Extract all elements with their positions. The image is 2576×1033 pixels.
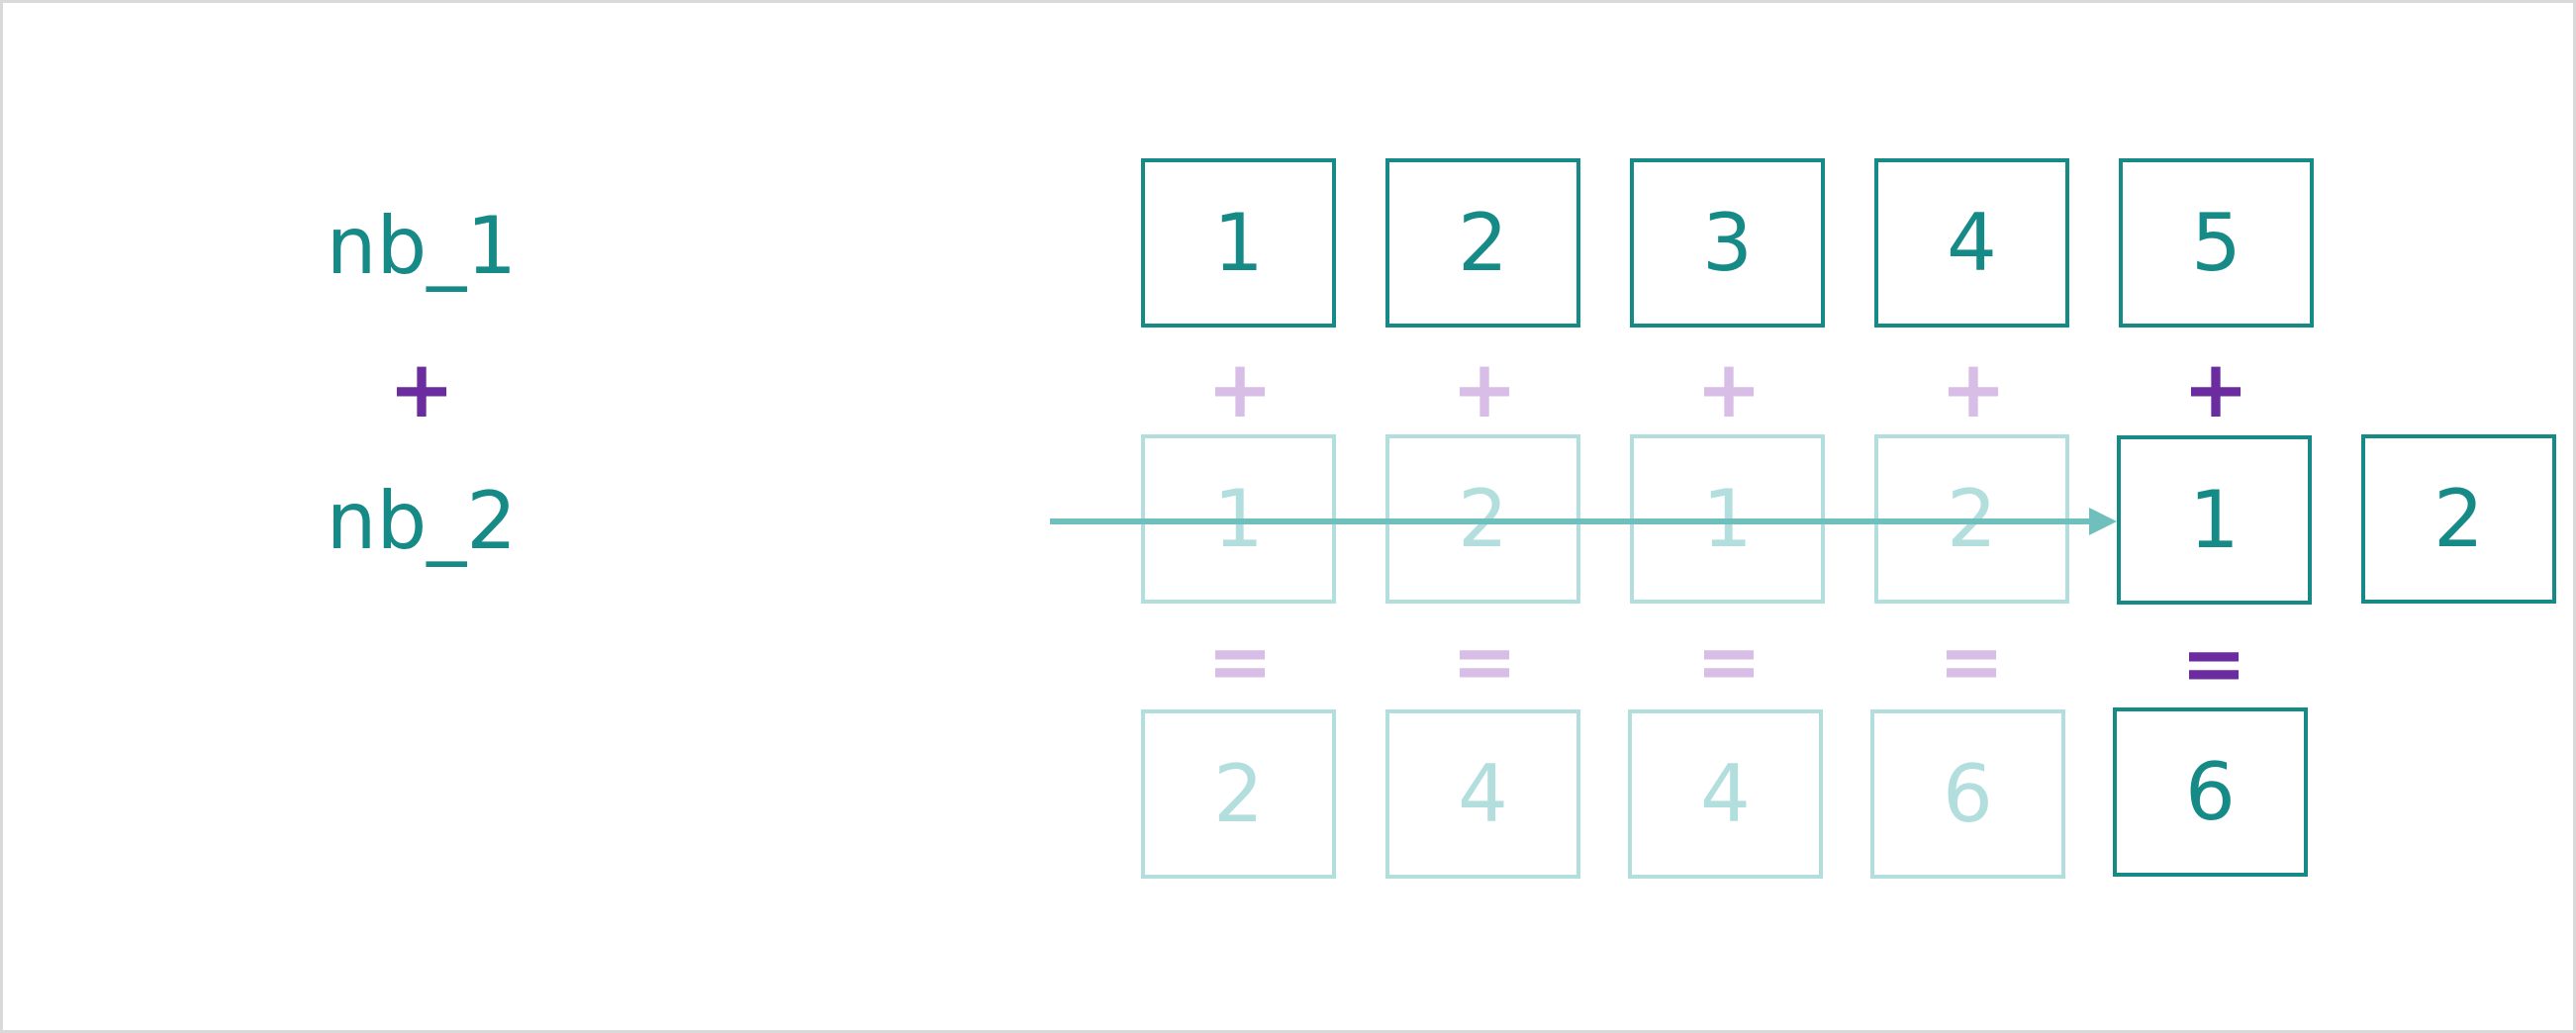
result-cell-0: 2	[1141, 709, 1336, 879]
nb-1-cell-0: 1	[1141, 158, 1336, 328]
nb-1-label: nb_1	[326, 200, 518, 292]
plus-sign-4: +	[2182, 343, 2249, 435]
nb-2-cell-0: 1	[1141, 434, 1336, 604]
result-cell-1: 4	[1385, 709, 1580, 879]
plus-sign-2: +	[1695, 343, 1763, 435]
equals-sign-2: =	[1695, 615, 1763, 707]
result-cell-3: 6	[1870, 709, 2065, 879]
nb-1-cell-2: 3	[1630, 158, 1825, 328]
equals-sign-0: =	[1206, 615, 1274, 707]
arrow-head	[2089, 508, 2117, 535]
nb-2-cell-5: 2	[2361, 434, 2556, 604]
equals-sign-4: =	[2180, 617, 2247, 709]
nb-2-cell-3: 2	[1874, 434, 2069, 604]
nb-2-label: nb_2	[326, 475, 518, 567]
nb-2-cell-4: 1	[2117, 435, 2312, 605]
nb-1-cell-3: 4	[1874, 158, 2069, 328]
plus-sign-0: +	[1206, 343, 1274, 435]
nb-1-cell-4: 5	[2119, 158, 2314, 328]
plus-sign-1: +	[1451, 343, 1518, 435]
plus-sign-3: +	[1940, 343, 2007, 435]
nb-1-cell-1: 2	[1385, 158, 1580, 328]
nb-2-cell-2: 1	[1630, 434, 1825, 604]
result-cell-2: 4	[1628, 709, 1823, 879]
nb-2-cell-1: 2	[1385, 434, 1580, 604]
plus-operator-label: +	[388, 343, 455, 435]
result-cell-4: 6	[2113, 707, 2308, 877]
equals-sign-1: =	[1451, 615, 1518, 707]
equals-sign-3: =	[1938, 615, 2005, 707]
